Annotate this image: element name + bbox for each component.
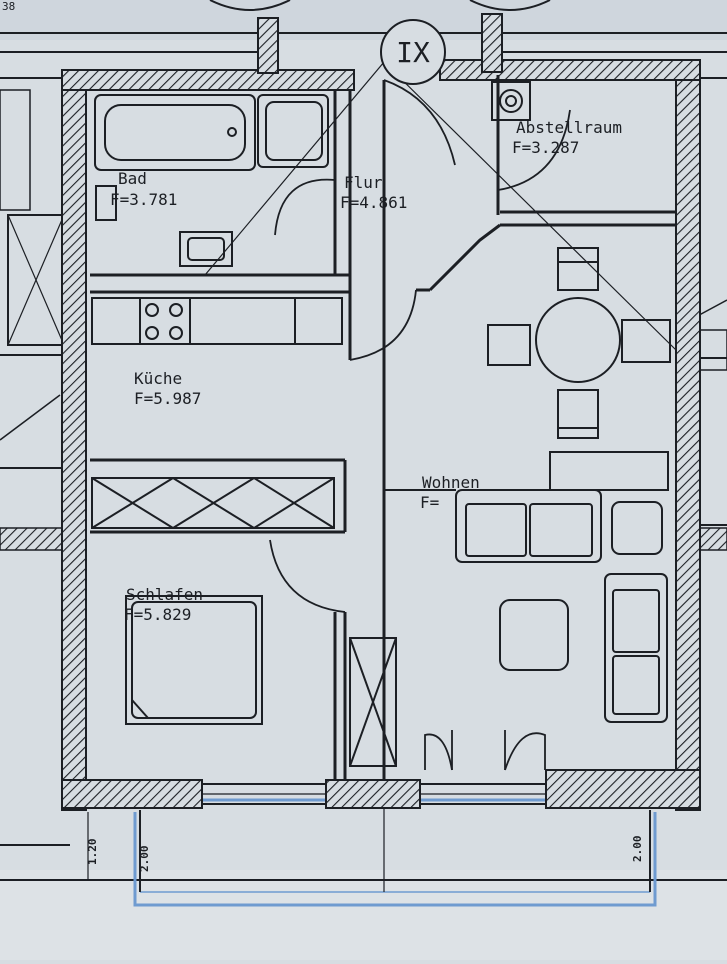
dimension-balcony-right: 2.00 — [631, 836, 644, 863]
room-name-kueche: Küche — [134, 369, 182, 388]
axis-marker: IX — [380, 19, 446, 85]
bottom-windows — [201, 783, 547, 805]
dimension-labels: 1.20 2.00 2.00 — [86, 836, 644, 873]
diagonal-guides — [204, 61, 677, 351]
dimension-balcony-left: 2.00 — [138, 846, 151, 873]
kitchen-fixtures — [91, 297, 343, 345]
context-walls — [0, 0, 727, 881]
room-area-bad: F=3.781 — [110, 190, 177, 209]
room-name-abstellraum: Abstellraum — [516, 118, 622, 137]
interior-walls — [90, 75, 676, 780]
storage-fixture — [491, 81, 531, 121]
wardrobe — [91, 477, 335, 529]
room-labels: Bad F=3.781 Flur F=4.861 Abstellraum F=3… — [110, 118, 622, 624]
bed — [125, 595, 263, 725]
room-area-abstellraum: F=3.287 — [512, 138, 579, 157]
bathroom-fixtures — [94, 94, 329, 267]
room-name-schlafen: Schlafen — [126, 585, 203, 604]
room-name-wohnen: Wohnen — [422, 473, 480, 492]
room-name-flur: Flur — [344, 173, 383, 192]
axis-label: IX — [396, 36, 430, 69]
room-area-wohnen: F= — [420, 493, 439, 512]
living-furniture — [385, 451, 669, 723]
room-area-flur: F=4.861 — [340, 193, 407, 212]
corner-label: 38 — [2, 0, 15, 13]
closet-unit — [349, 637, 397, 767]
room-name-bad: Bad — [118, 169, 147, 188]
dimension-left: 1.20 — [86, 839, 99, 866]
door-swings — [269, 79, 571, 771]
balcony — [87, 808, 651, 892]
room-area-kueche: F=5.987 — [134, 389, 201, 408]
room-area-schlafen: F=5.829 — [124, 605, 191, 624]
dining-set — [487, 247, 671, 439]
